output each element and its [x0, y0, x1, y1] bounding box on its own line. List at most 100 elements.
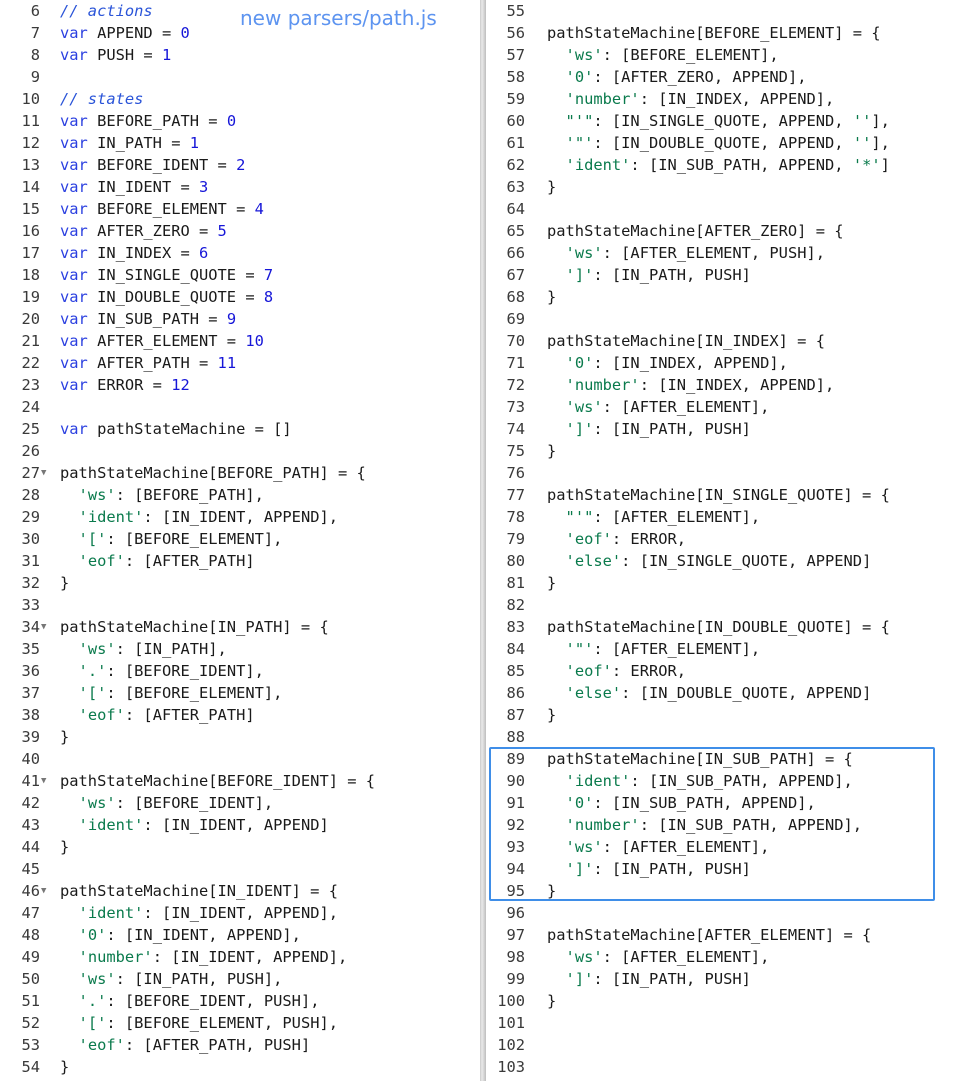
code-line[interactable]: 9 [0, 66, 480, 88]
code-line[interactable]: 76 [486, 462, 956, 484]
code-line[interactable]: 96 [486, 902, 956, 924]
code-line[interactable]: 91 '0': [IN_SUB_PATH, APPEND], [486, 792, 956, 814]
code-line[interactable]: 38 'eof': [AFTER_PATH] [0, 704, 480, 726]
fold-toggle-icon[interactable]: ▼ [41, 886, 47, 896]
code-line[interactable]: 61 '"': [IN_DOUBLE_QUOTE, APPEND, ''], [486, 132, 956, 154]
code-line[interactable]: 49 'number': [IN_IDENT, APPEND], [0, 946, 480, 968]
code-line[interactable]: 39} [0, 726, 480, 748]
code-line[interactable]: 103 [486, 1056, 956, 1078]
code-line[interactable]: 42 'ws': [BEFORE_IDENT], [0, 792, 480, 814]
code-line[interactable]: 41▼pathStateMachine[BEFORE_IDENT] = { [0, 770, 480, 792]
code-line[interactable]: 58 '0': [AFTER_ZERO, APPEND], [486, 66, 956, 88]
pane-divider[interactable] [480, 0, 486, 1081]
code-line[interactable]: 35 'ws': [IN_PATH], [0, 638, 480, 660]
code-line[interactable]: 100} [486, 990, 956, 1012]
code-line[interactable]: 85 'eof': ERROR, [486, 660, 956, 682]
code-line[interactable]: 98 'ws': [AFTER_ELEMENT], [486, 946, 956, 968]
code-line[interactable]: 63} [486, 176, 956, 198]
code-line[interactable]: 66 'ws': [AFTER_ELEMENT, PUSH], [486, 242, 956, 264]
code-line[interactable]: 71 '0': [IN_INDEX, APPEND], [486, 352, 956, 374]
code-line[interactable]: 80 'else': [IN_SINGLE_QUOTE, APPEND] [486, 550, 956, 572]
code-line[interactable]: 32} [0, 572, 480, 594]
code-line[interactable]: 92 'number': [IN_SUB_PATH, APPEND], [486, 814, 956, 836]
code-line[interactable]: 101 [486, 1012, 956, 1034]
code-line[interactable]: 55 [486, 0, 956, 22]
code-line[interactable]: 30 '[': [BEFORE_ELEMENT], [0, 528, 480, 550]
code-line[interactable]: 10// states [0, 88, 480, 110]
code-line[interactable]: 54} [0, 1056, 480, 1078]
code-line[interactable]: 34▼pathStateMachine[IN_PATH] = { [0, 616, 480, 638]
code-line[interactable]: 31 'eof': [AFTER_PATH] [0, 550, 480, 572]
code-line[interactable]: 53 'eof': [AFTER_PATH, PUSH] [0, 1034, 480, 1056]
fold-toggle-icon[interactable]: ▼ [41, 622, 47, 632]
code-line[interactable]: 102 [486, 1034, 956, 1056]
code-line[interactable]: 84 '"': [AFTER_ELEMENT], [486, 638, 956, 660]
code-line[interactable]: 95} [486, 880, 956, 902]
code-line[interactable]: 81} [486, 572, 956, 594]
code-line[interactable]: 36 '.': [BEFORE_IDENT], [0, 660, 480, 682]
code-line[interactable]: 57 'ws': [BEFORE_ELEMENT], [486, 44, 956, 66]
code-line[interactable]: 90 'ident': [IN_SUB_PATH, APPEND], [486, 770, 956, 792]
code-line[interactable]: 48 '0': [IN_IDENT, APPEND], [0, 924, 480, 946]
code-line[interactable]: 62 'ident': [IN_SUB_PATH, APPEND, '*'] [486, 154, 956, 176]
code-line[interactable]: 28 'ws': [BEFORE_PATH], [0, 484, 480, 506]
code-line[interactable]: 74 ']': [IN_PATH, PUSH] [486, 418, 956, 440]
code-line[interactable]: 94 ']': [IN_PATH, PUSH] [486, 858, 956, 880]
code-line[interactable]: 27▼pathStateMachine[BEFORE_PATH] = { [0, 462, 480, 484]
code-line[interactable]: 33 [0, 594, 480, 616]
code-line[interactable]: 72 'number': [IN_INDEX, APPEND], [486, 374, 956, 396]
code-line[interactable]: 6// actions [0, 0, 480, 22]
code-line[interactable]: 75} [486, 440, 956, 462]
code-line[interactable]: 68} [486, 286, 956, 308]
code-line[interactable]: 64 [486, 198, 956, 220]
code-line[interactable]: 79 'eof': ERROR, [486, 528, 956, 550]
code-line[interactable]: 88 [486, 726, 956, 748]
code-line[interactable]: 47 'ident': [IN_IDENT, APPEND], [0, 902, 480, 924]
code-line[interactable]: 73 'ws': [AFTER_ELEMENT], [486, 396, 956, 418]
code-line[interactable]: 78 "'": [AFTER_ELEMENT], [486, 506, 956, 528]
fold-toggle-icon[interactable]: ▼ [41, 776, 47, 786]
code-line[interactable]: 93 'ws': [AFTER_ELEMENT], [486, 836, 956, 858]
code-line[interactable]: 40 [0, 748, 480, 770]
code-line[interactable]: 26 [0, 440, 480, 462]
code-line[interactable]: 99 ']': [IN_PATH, PUSH] [486, 968, 956, 990]
code-line[interactable]: 45 [0, 858, 480, 880]
code-line[interactable]: 59 'number': [IN_INDEX, APPEND], [486, 88, 956, 110]
code-line[interactable]: 51 '.': [BEFORE_IDENT, PUSH], [0, 990, 480, 1012]
code-line[interactable]: 69 [486, 308, 956, 330]
code-line[interactable]: 43 'ident': [IN_IDENT, APPEND] [0, 814, 480, 836]
code-line[interactable]: 52 '[': [BEFORE_ELEMENT, PUSH], [0, 1012, 480, 1034]
code-line[interactable]: 60 "'": [IN_SINGLE_QUOTE, APPEND, ''], [486, 110, 956, 132]
code-line[interactable]: 82 [486, 594, 956, 616]
code-line[interactable]: 37 '[': [BEFORE_ELEMENT], [0, 682, 480, 704]
code-line[interactable]: 50 'ws': [IN_PATH, PUSH], [0, 968, 480, 990]
fold-toggle-icon[interactable]: ▼ [41, 468, 47, 478]
code-line[interactable]: 46▼pathStateMachine[IN_IDENT] = { [0, 880, 480, 902]
code-line[interactable]: 44} [0, 836, 480, 858]
